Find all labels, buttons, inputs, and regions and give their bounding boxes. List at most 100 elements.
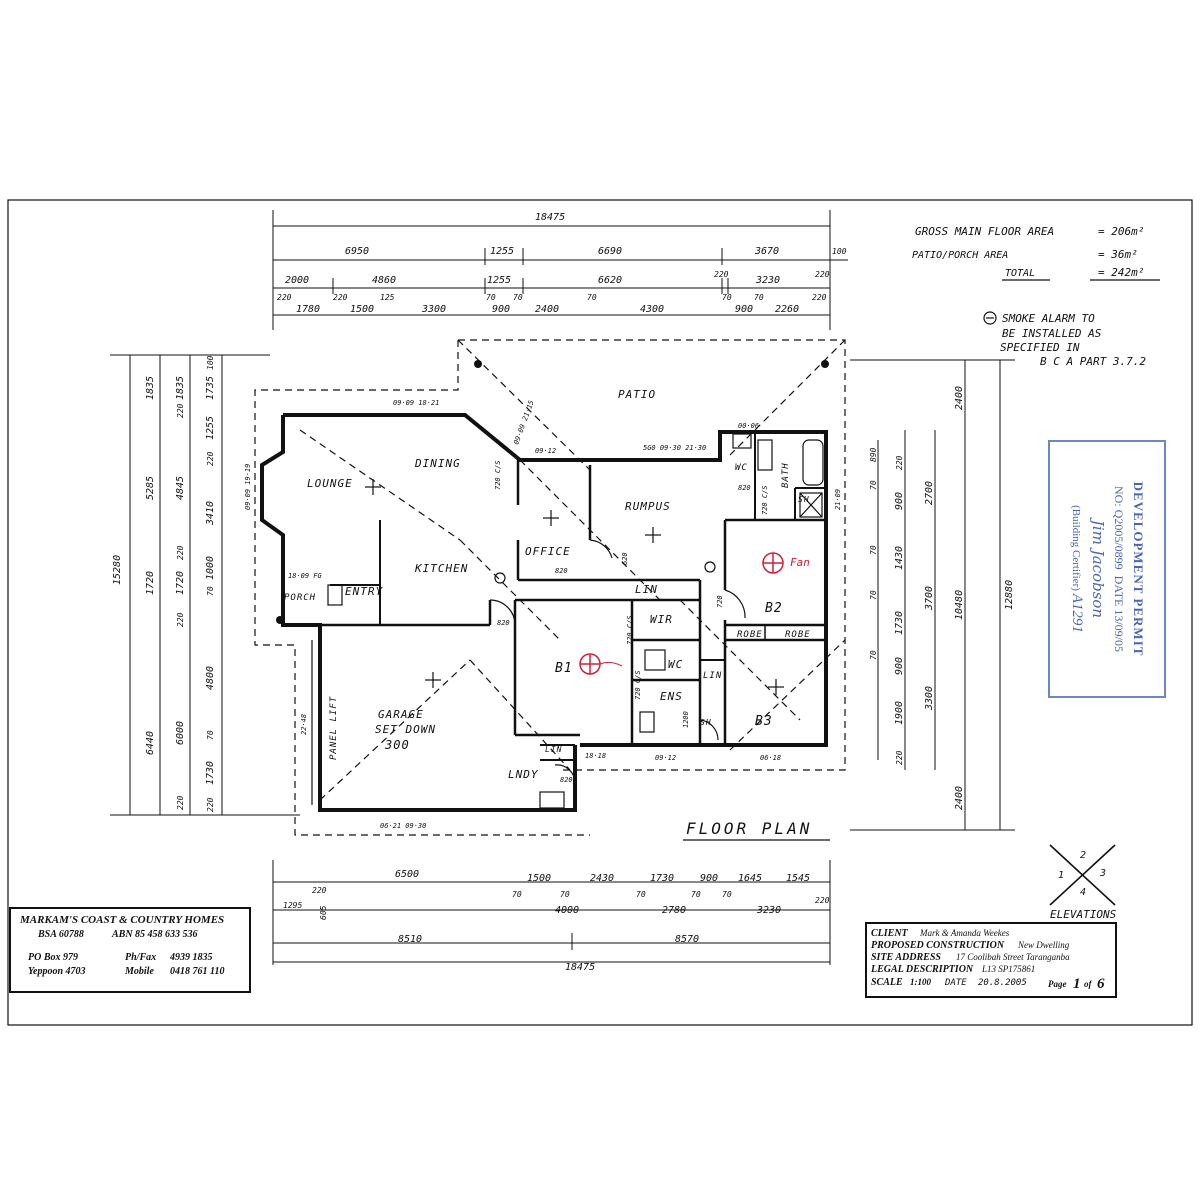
dim-right-c4-0: 890: [869, 447, 878, 462]
dim-bottom-overall: 18475: [565, 962, 595, 973]
site-label: SITE ADDRESS: [871, 952, 941, 963]
fan-annotations: Fan: [579, 552, 810, 675]
dim-bottom-s-2: 70: [560, 890, 570, 899]
door-code: 820: [555, 567, 568, 575]
left-dimensions: 15280 1835 5285 1720 6440 1835 220 4845 …: [110, 354, 300, 816]
dim-right-c3-3: 1730: [894, 611, 905, 635]
window-code: 22·48: [300, 714, 308, 735]
dim-bottom-r3-0: 8510: [398, 934, 422, 945]
area-total-label: TOTAL: [1005, 268, 1035, 279]
dim-top-r2-6: 220: [815, 270, 830, 279]
dim-right-c2-1: 3700: [924, 586, 935, 611]
area-notes: GROSS MAIN FLOOR AREA = 206m² PATIO/PORC…: [912, 225, 1160, 281]
elevation-1: 1: [1058, 870, 1064, 881]
dim-left-c2-5: 220: [176, 612, 185, 627]
dim-left-c3-2: 1255: [205, 416, 216, 440]
dim-right-c4-4: 70: [869, 650, 878, 660]
dim-bottom-r1-6: 1545: [786, 873, 810, 884]
room-robe-2: ROBE: [785, 630, 811, 640]
dim-left-c2-2: 4845: [175, 476, 186, 500]
room-lin-2: LIN: [703, 671, 722, 681]
of-label: of: [1084, 979, 1093, 989]
smoke-alarm-icon: [494, 572, 506, 584]
elevation-4: 4: [1080, 887, 1086, 898]
dim-top-overall: 18475: [535, 212, 565, 223]
door-code: 620: [621, 552, 629, 565]
room-rumpus: RUMPUS: [625, 500, 671, 513]
dim-top-r3-14: 70: [754, 293, 764, 302]
room-porch: PORCH: [284, 593, 316, 603]
dim-top-r3-8: 70: [513, 293, 523, 302]
builder-box: MARKAM'S COAST & COUNTRY HOMES BSA 60788…: [9, 907, 251, 993]
room-b2: B2: [765, 601, 783, 616]
window-code: 09·12: [535, 447, 556, 455]
room-panel-lift: PANEL LIFT: [329, 696, 339, 760]
date-value: 20.8.2005: [978, 978, 1027, 988]
elevation-2: 2: [1080, 850, 1086, 861]
dim-right-c3-5: 1900: [894, 701, 905, 725]
dim-left-c1-2: 1720: [145, 571, 156, 595]
area-patio-value: = 36m²: [1098, 248, 1138, 261]
window-code: 09·12: [655, 754, 676, 762]
dim-top-r1-0: 6950: [345, 246, 369, 257]
dim-top-r2-1: 4860: [372, 275, 396, 286]
dim-top-r1-3: 3670: [754, 246, 779, 257]
dim-top-r3-13: 900: [735, 304, 753, 315]
room-patio: PATIO: [618, 388, 656, 401]
door-code: 820: [738, 484, 751, 492]
scale-label: SCALE: [871, 977, 903, 988]
smoke-note-4: B C A PART 3.7.2: [1040, 355, 1146, 368]
client-label: CLIENT: [871, 928, 909, 939]
builder-mobile: 0418 761 110: [170, 966, 224, 977]
dim-bottom-r1-3: 1730: [650, 873, 674, 884]
construction-label: PROPOSED CONSTRUCTION: [871, 940, 1005, 951]
window-code: 21·09: [834, 489, 842, 510]
area-gross-label: GROSS MAIN FLOOR AREA: [915, 225, 1054, 238]
roof-eaves-outline: [254, 339, 846, 836]
dim-top-r3-0: 220: [277, 293, 292, 302]
door-code: 720 C/S: [634, 670, 642, 700]
permit-no: Q2005/0899: [1112, 509, 1126, 570]
dim-left-c1-3: 6440: [145, 731, 156, 755]
dim-left-c2-6: 6000: [175, 721, 186, 745]
dim-top-r3-2: 220: [333, 293, 348, 302]
site-value: 17 Coolibah Street Taranganba: [956, 952, 1070, 962]
window-code: 09·09 19·19: [244, 464, 252, 510]
dim-top-r2-0: 2000: [285, 275, 309, 286]
room-sh-2: SH: [700, 718, 712, 727]
sheet-border: [7, 199, 1193, 1026]
elevations-label: ELEVATIONS: [1050, 908, 1117, 921]
builder-bsa: BSA 60788: [37, 929, 84, 940]
room-labels: PATIO LOUNGE DINING OFFICE RUMPUS KITCHE…: [284, 388, 811, 781]
dim-right-c4-2: 70: [869, 545, 878, 555]
builder-mobile-label: Mobile: [124, 966, 154, 977]
door-code: 1200: [682, 711, 690, 728]
floor-plan-title: FLOOR PLAN: [686, 819, 812, 838]
room-entry: ENTRY: [345, 585, 383, 598]
door-code: 820: [497, 619, 510, 627]
dim-left-c3-7: 4800: [205, 666, 216, 690]
window-code: 18·18: [585, 752, 606, 760]
dim-bottom-r1-1: 1500: [527, 873, 551, 884]
right-dimensions: 12880 2400 10480 2400 2700 3700 3300 220…: [850, 359, 1015, 831]
dim-left-c3-1: 1735: [205, 376, 216, 400]
dim-bottom-r1-4: 900: [700, 873, 718, 884]
fan-label: Fan: [790, 556, 810, 569]
window-code: 5G0 09·30 21·30: [643, 444, 706, 452]
room-kitchen: KITCHEN: [414, 562, 468, 575]
room-set-down: SET DOWN: [375, 723, 436, 736]
dim-left-c3-0: 100: [206, 355, 215, 370]
scale-value: 1:100: [910, 977, 931, 987]
window-code: 18·09 FG: [288, 572, 323, 580]
dim-bottom-r1-5: 1645: [738, 873, 762, 884]
dim-right-c3-1: 900: [894, 492, 905, 510]
dim-top-r2-5: 3230: [755, 275, 780, 286]
area-gross-value: = 206m²: [1098, 225, 1144, 238]
door-code: 720 C/S: [626, 615, 634, 645]
permit-stamp-content: DEVELOPMENT PERMIT NO: Q2005/0899 DATE 1…: [1068, 444, 1146, 694]
room-lin-3: LIN: [545, 745, 562, 754]
dim-left-c1-1: 5285: [145, 476, 156, 500]
dim-top-r3-16: 220: [812, 293, 827, 302]
smoke-note-1: SMOKE ALARM TO: [1002, 312, 1095, 325]
